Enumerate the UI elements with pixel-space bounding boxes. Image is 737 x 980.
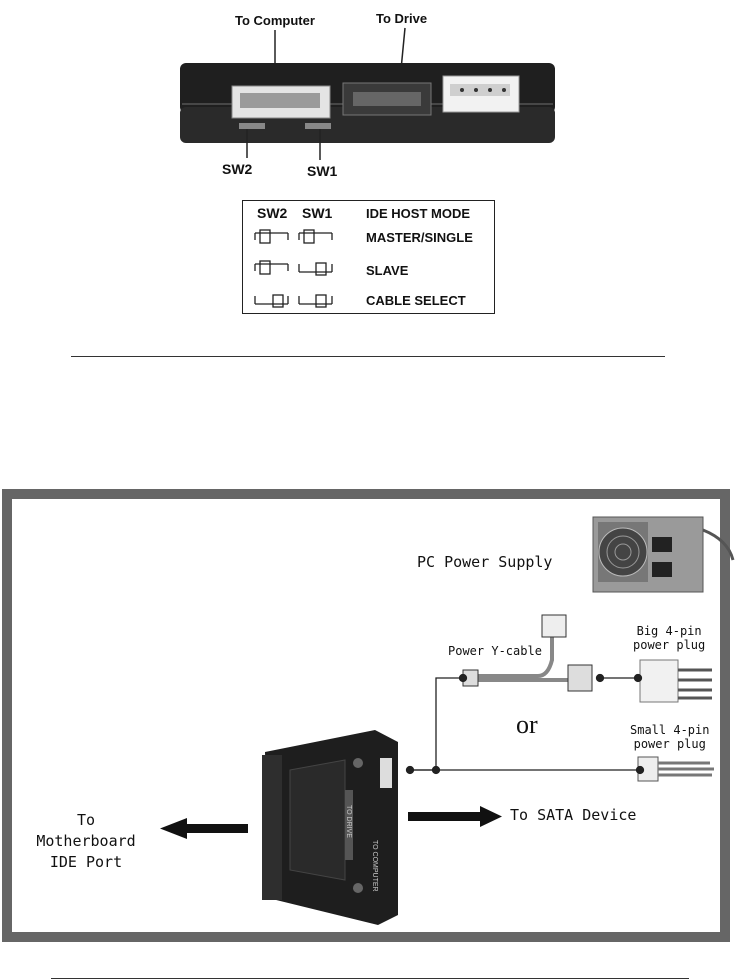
ide-sata-adapter-image xyxy=(262,730,398,925)
arrow-to-motherboard xyxy=(160,818,248,839)
pc-power-supply-image xyxy=(593,517,733,592)
adapter-text-to-computer: TO COMPUTER xyxy=(371,840,378,892)
adapter-text-to-drive: TO DRIVE xyxy=(345,805,352,838)
label-big-4pin-line1: Big 4-pin xyxy=(633,624,705,638)
footer-rule xyxy=(51,978,689,979)
label-or: or xyxy=(516,710,538,740)
small-4pin-plug-image xyxy=(638,757,714,781)
big-4pin-plug-image xyxy=(640,660,712,702)
label-small-4pin-plug: Small 4-pin power plug xyxy=(630,723,709,751)
label-to-motherboard: To Motherboard IDE Port xyxy=(23,810,149,873)
arrow-to-sata-device xyxy=(408,806,502,827)
label-small-4pin-line2: power plug xyxy=(630,737,709,751)
label-small-4pin-line1: Small 4-pin xyxy=(630,723,709,737)
label-to-motherboard-line2: IDE Port xyxy=(23,852,149,873)
label-to-motherboard-line1: To Motherboard xyxy=(23,810,149,852)
label-big-4pin-plug: Big 4-pin power plug xyxy=(633,624,705,652)
label-power-y-cable: Power Y-cable xyxy=(448,644,542,658)
label-to-sata-device: To SATA Device xyxy=(510,806,636,824)
label-big-4pin-line2: power plug xyxy=(633,638,705,652)
label-pc-power-supply: PC Power Supply xyxy=(417,553,552,571)
